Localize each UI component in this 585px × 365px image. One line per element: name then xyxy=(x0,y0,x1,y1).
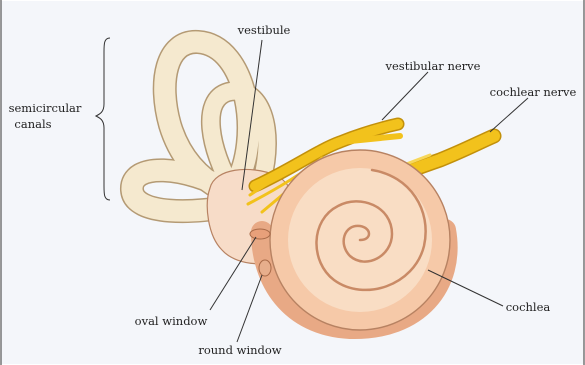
label-cochlea: cochlea xyxy=(506,300,551,314)
label-semicircular: semicircular xyxy=(9,101,82,115)
label-cochlear-nerve: cochlear nerve xyxy=(490,85,577,99)
label-oval-window: oval window xyxy=(135,314,208,328)
oval-window xyxy=(250,229,270,239)
label-vestibule: vestibule xyxy=(237,23,291,37)
label-vestibular-nerve: vestibular nerve xyxy=(385,59,481,73)
round-window xyxy=(259,260,271,276)
label-round-window: round window xyxy=(198,343,281,357)
label-canals: canals xyxy=(14,117,51,131)
